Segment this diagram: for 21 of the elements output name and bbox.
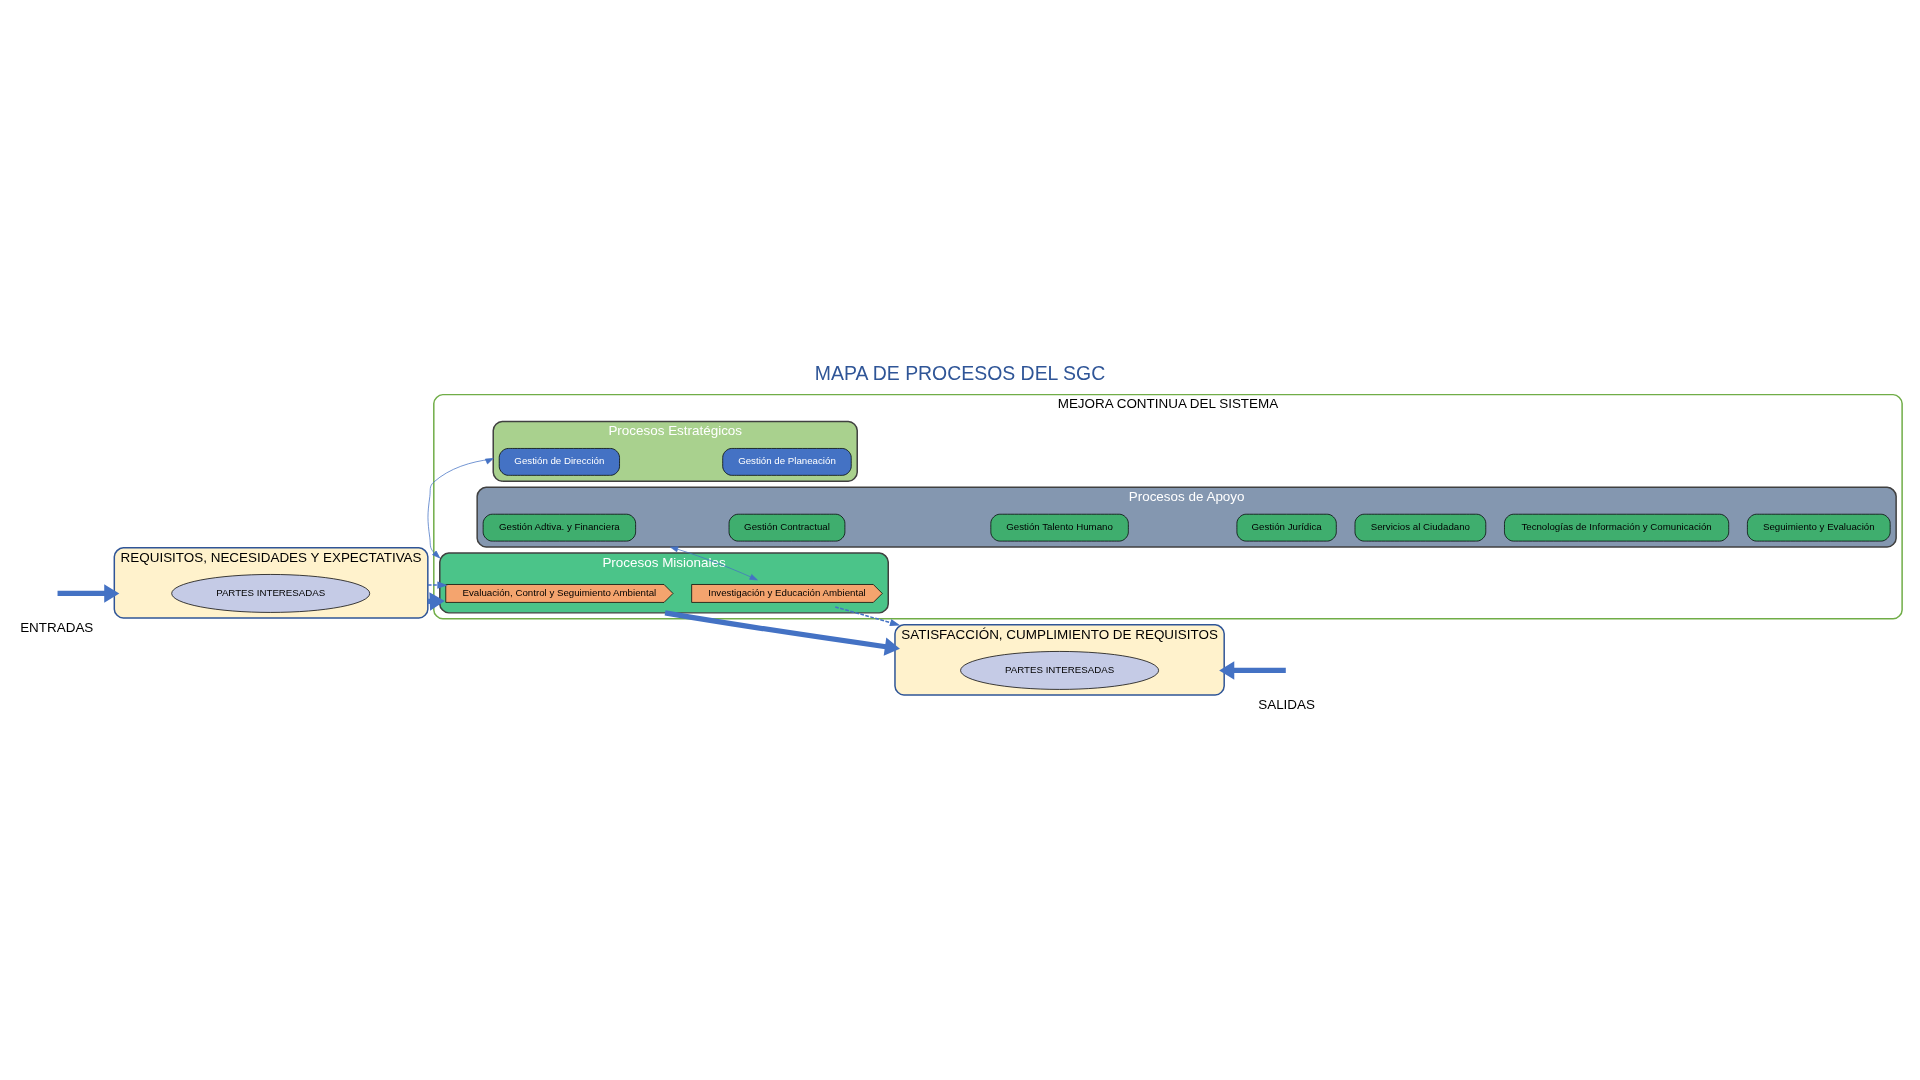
node-box: Tecnologías de Información y Comunicación — [1504, 513, 1730, 542]
label: SALIDAS — [1258, 696, 1315, 712]
node-box: Servicios al Ciudadano — [1354, 513, 1487, 542]
node-box: Gestión Jurídica — [1236, 513, 1337, 542]
arrow — [664, 610, 900, 656]
node-ellipse: PARTES INTERESADAS — [960, 651, 1159, 690]
node-box: Gestión Adtiva. y Financiera — [482, 513, 636, 542]
node-ellipse: PARTES INTERESADAS — [171, 574, 371, 613]
arrow — [427, 458, 494, 559]
arrow — [1219, 661, 1286, 680]
node-box: Gestión de Dirección — [498, 448, 620, 476]
arrow — [57, 584, 120, 603]
arrow — [427, 581, 448, 589]
arrow — [669, 546, 758, 581]
node-box: Gestión Contractual — [728, 513, 846, 542]
node-box: Seguimiento y Evaluación — [1747, 513, 1891, 542]
node-box: Gestión de Planeación — [722, 448, 852, 476]
label: ENTRADAS — [20, 619, 94, 635]
arrow — [834, 606, 901, 627]
node-box: Gestión Talento Humano — [990, 513, 1129, 542]
diagram-title: MAPA DE PROCESOS DEL SGC — [814, 361, 1106, 384]
